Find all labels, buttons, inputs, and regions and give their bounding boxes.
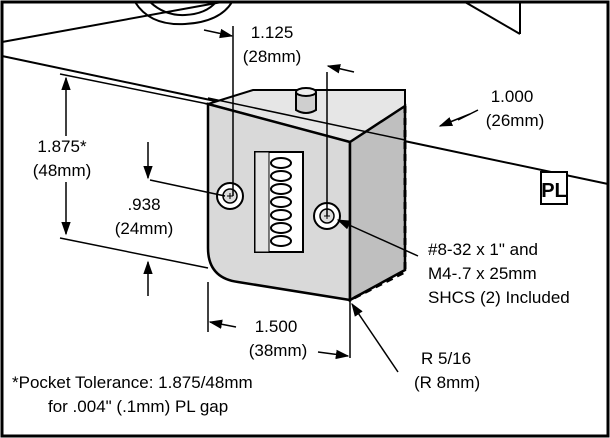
extension-lines bbox=[59, 26, 351, 358]
pin-body bbox=[295, 92, 317, 114]
pin-top bbox=[295, 87, 317, 97]
dimension-arrows bbox=[61, 28, 479, 373]
height-inch: 1.875* bbox=[35, 136, 89, 158]
die-edge bbox=[1, 1, 223, 43]
screws-note-line1: #8-32 x 1" and bbox=[426, 239, 541, 261]
parting-line-symbol-box bbox=[540, 171, 568, 205]
depth-mm: (26mm) bbox=[483, 110, 547, 132]
bottom-width-mm: (38mm) bbox=[246, 340, 310, 362]
radius-mm: (R 8mm) bbox=[412, 372, 483, 394]
footnote-line1: *Pocket Tolerance: 1.875/48mm bbox=[10, 372, 255, 394]
die-boss-inner bbox=[149, 1, 217, 17]
parting-line-through-block bbox=[207, 97, 406, 141]
bottom-width-inch: 1.500 bbox=[252, 316, 300, 338]
terminal-edge bbox=[254, 151, 270, 253]
screw-offset-inch: .938 bbox=[125, 194, 163, 216]
radius-inch: R 5/16 bbox=[419, 348, 474, 370]
hidden-edge bbox=[349, 106, 407, 302]
depth-inch: 1.000 bbox=[488, 86, 536, 108]
block-side-face bbox=[348, 103, 407, 303]
top-width-inch: 1.125 bbox=[248, 22, 296, 44]
height-mm: (48mm) bbox=[30, 160, 94, 182]
terminal-pins bbox=[270, 157, 292, 247]
screws-note-line2: M4-.7 x 25mm bbox=[426, 263, 539, 285]
screws-note-line3: SHCS (2) Included bbox=[426, 287, 572, 309]
top-width-mm: (28mm) bbox=[240, 46, 304, 68]
footnote-line2: for .004" (.1mm) PL gap bbox=[46, 396, 231, 418]
screw-offset-mm: (24mm) bbox=[112, 218, 176, 240]
screw-left bbox=[216, 182, 244, 210]
die-boss bbox=[134, 1, 233, 26]
die-edge-right bbox=[464, 1, 521, 35]
parting-line-symbol: PL bbox=[541, 180, 567, 202]
